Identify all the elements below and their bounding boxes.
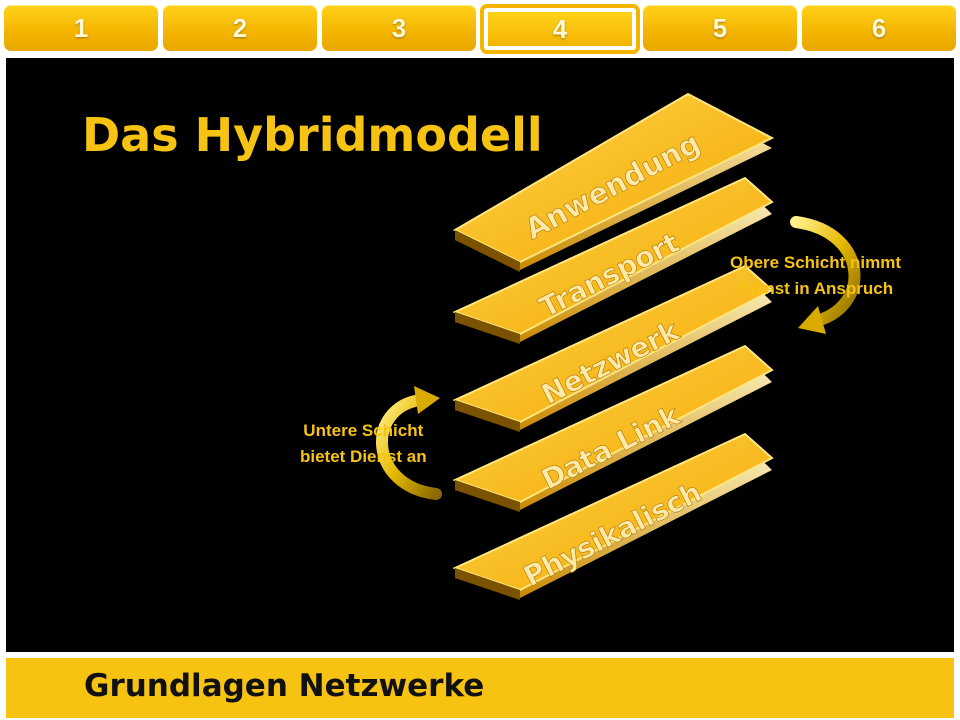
tab-label: 6 — [871, 12, 887, 43]
caption-line: Untere Schicht — [303, 421, 424, 440]
slide-title: Das Hybridmodell — [82, 108, 543, 162]
tab-label: 2 — [232, 12, 248, 43]
tab-5[interactable]: 5 — [643, 5, 797, 51]
tab-6[interactable]: 6 — [802, 5, 956, 51]
caption-line: Obere Schicht nimmt — [730, 253, 901, 272]
tab-label: 5 — [712, 12, 728, 43]
tab-2[interactable]: 2 — [163, 5, 317, 51]
tab-4-active[interactable]: 4 — [480, 4, 640, 54]
curved-arrow-up-icon — [376, 386, 442, 500]
lower-layer-caption: Untere Schicht bietet Dienst an — [300, 418, 427, 470]
slide-canvas — [6, 58, 954, 652]
caption-line: Dienst in Anspruch — [737, 279, 894, 298]
footer-bar: Grundlagen Netzwerke — [6, 658, 954, 718]
upper-layer-caption: Obere Schicht nimmt Dienst in Anspruch — [730, 250, 901, 302]
slide-tab-bar: 1 2 3 4 5 6 — [0, 0, 960, 56]
tab-label: 3 — [391, 12, 407, 43]
tab-label: 4 — [552, 13, 568, 44]
tab-1[interactable]: 1 — [4, 5, 158, 51]
curved-arrow-down-icon — [790, 216, 861, 334]
caption-line: bietet Dienst an — [300, 447, 427, 466]
tab-3[interactable]: 3 — [322, 5, 476, 51]
tab-label: 1 — [73, 12, 89, 43]
footer-title: Grundlagen Netzwerke — [84, 668, 485, 704]
